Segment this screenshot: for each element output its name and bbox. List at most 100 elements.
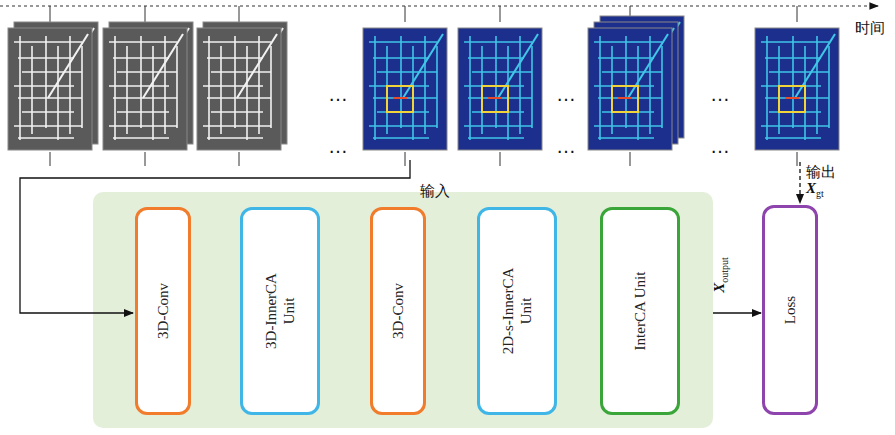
box-label: 2D-s-InnerCA Unit [499,256,535,366]
road [211,111,263,113]
road [176,46,178,128]
road [203,41,271,43]
edge-label: Xoutput [712,257,730,293]
road [374,36,376,140]
road [152,46,154,140]
hot-road [393,97,407,99]
time-tick [239,152,240,166]
time-tick [797,6,798,22]
hot-road [618,97,632,99]
module-band [93,192,713,428]
hot-road [779,86,805,112]
box-label: 3D-Conv [389,236,407,386]
road [598,137,654,139]
process-box: Loss [762,205,818,415]
input-line [20,160,410,313]
map-frame [8,6,98,166]
road [109,125,177,127]
road [14,125,82,127]
road [828,46,830,128]
road [403,34,443,98]
road [203,125,271,127]
time-tick [500,152,501,166]
road [495,36,497,128]
road [625,36,627,128]
road [469,36,471,140]
map-image [103,28,187,150]
road [48,34,88,98]
time-tick [797,152,798,166]
target-symbol: Xgt [806,181,824,199]
road [270,46,272,128]
process-box: 3D-Conv [370,207,426,415]
hot-road [488,97,502,99]
road [464,125,532,127]
road [140,36,142,128]
road [594,125,662,127]
road [31,46,33,134]
road [246,46,248,140]
box-label: 3D-Conv [154,236,172,386]
road [498,34,538,98]
road [816,36,818,134]
time-tick [500,6,501,22]
time-tick [145,152,146,166]
road [519,36,521,134]
road [531,46,533,128]
road [220,46,222,134]
time-tick [239,6,240,22]
road [436,46,438,128]
road [598,97,662,99]
target-line [799,162,800,203]
process-box: InterCA Unit [600,207,680,415]
road [472,71,532,73]
road [19,36,21,140]
road [464,41,532,43]
road [628,34,668,98]
road [649,36,651,134]
road [766,36,768,140]
road [22,71,82,73]
ellipsis: … [710,136,730,156]
road [117,71,177,73]
map-frame [103,6,193,166]
road [369,125,437,127]
road [203,85,263,87]
road [234,36,236,128]
road [424,36,426,134]
map-image [458,28,542,150]
road [126,46,128,134]
process-box: 3D-InnerCA Unit [240,207,320,415]
road [594,41,662,43]
map-image [363,28,447,150]
process-box: 2D-s-InnerCA Unit [477,207,557,415]
hot-road [612,86,638,112]
road [18,97,82,99]
road [237,34,277,98]
road [22,111,74,113]
road [258,36,260,134]
road [369,41,437,43]
road [373,137,429,139]
ellipsis: … [556,136,576,156]
hot-road [387,86,413,112]
road [400,36,402,128]
road [114,36,116,140]
ellipsis: … [556,84,576,104]
map-frame [197,6,287,166]
time-tick [50,6,51,22]
road [109,85,169,87]
ellipsis: … [328,136,348,156]
road [143,34,183,98]
map-image [755,28,839,150]
road [377,71,437,73]
road [113,97,177,99]
road [373,97,437,99]
road [81,46,83,128]
ellipsis: … [710,84,730,104]
road [765,97,829,99]
road [117,111,169,113]
road [208,36,210,140]
time-tick [50,152,51,166]
map-image [197,28,281,150]
